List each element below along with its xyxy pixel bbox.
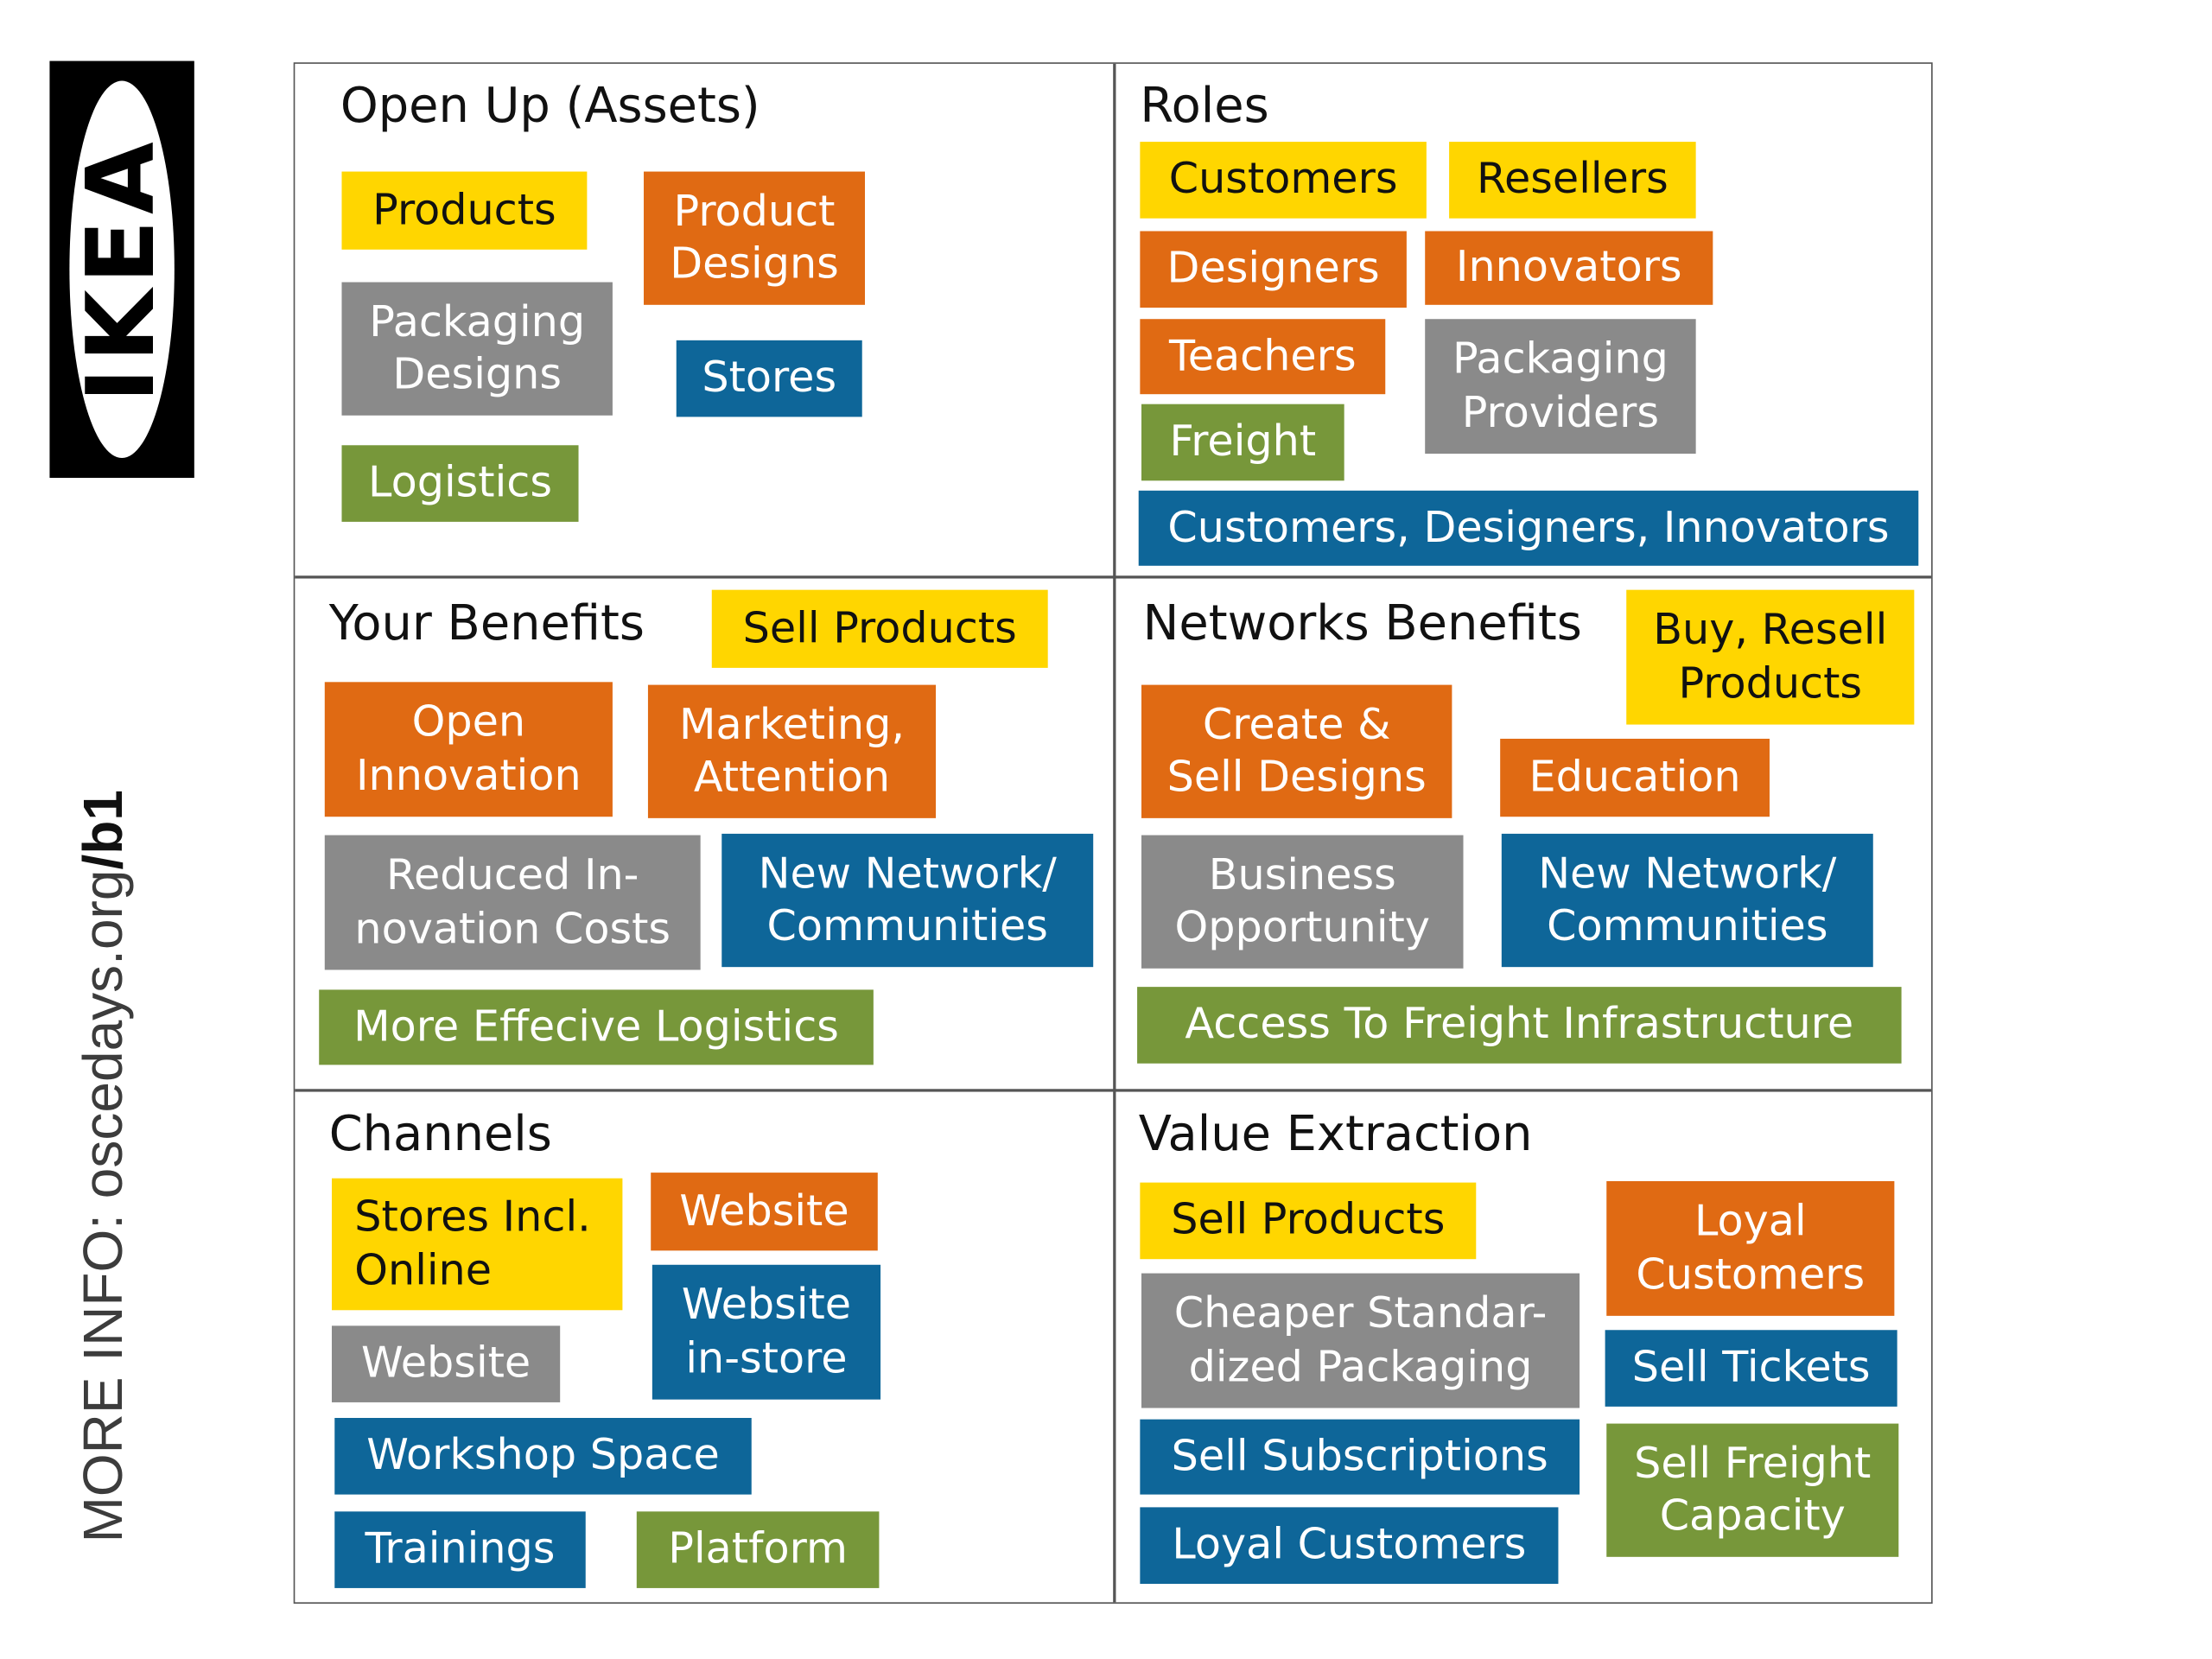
note-new-network-communities-1: New Network/ Communities <box>721 833 1094 968</box>
note-sell-products: Sell Products <box>711 589 1048 668</box>
grid-divider-1 <box>295 575 1932 579</box>
note-access-to-freight-infrastructure: Access To Freight Infrastructure <box>1137 987 1902 1064</box>
note-stores-incl-online: Stores Incl. Online <box>331 1178 623 1311</box>
note-resellers: Resellers <box>1449 142 1696 219</box>
note-sell-tickets: Sell Tickets <box>1605 1330 1897 1407</box>
note-website-orange: Website <box>651 1173 878 1251</box>
note-website-in-store: Website in-store <box>652 1264 881 1400</box>
note-teachers: Teachers <box>1140 319 1386 395</box>
note-customers: Customers <box>1140 142 1427 219</box>
grid-vertical-divider <box>1113 63 1116 1603</box>
note-products: Products <box>341 171 588 250</box>
note-logistics: Logistics <box>341 445 579 522</box>
note-education: Education <box>1500 738 1770 817</box>
note-marketing-attention: Marketing, Attention <box>647 684 937 818</box>
note-sell-products-value: Sell Products <box>1140 1182 1477 1260</box>
heading-roles: Roles <box>1140 78 1269 135</box>
grid-divider-2 <box>295 1089 1932 1092</box>
note-new-network-communities-2: New Network/ Communities <box>1501 833 1873 968</box>
note-open-innovation: Open Innovation <box>324 682 613 817</box>
note-designers: Designers <box>1140 231 1407 308</box>
heading-open-up: Open Up (Assets) <box>340 78 760 135</box>
note-platform: Platform <box>636 1511 880 1588</box>
heading-value-extraction: Value Extraction <box>1138 1105 1533 1163</box>
more-info-suffix: /b1 <box>73 790 135 870</box>
note-sell-subscriptions: Sell Subscriptions <box>1140 1419 1580 1495</box>
logo-oval <box>69 80 175 459</box>
note-loyal-customers-blue: Loyal Customers <box>1140 1507 1559 1584</box>
note-sell-freight-capacity: Sell Freight Capacity <box>1606 1423 1899 1557</box>
note-website-gray: Website <box>331 1325 561 1402</box>
note-loyal-customers-orange: Loyal Customers <box>1606 1180 1895 1316</box>
note-freight: Freight <box>1141 404 1344 481</box>
heading-channels: Channels <box>328 1105 552 1163</box>
note-stores: Stores <box>676 340 862 417</box>
note-packaging-providers: Packaging Providers <box>1425 319 1696 454</box>
heading-your-benefits: Your Benefits <box>328 595 645 652</box>
more-info-label: MORE INFO: oscedays.org/b1 <box>73 790 135 1542</box>
note-reduced-innovation-costs: Reduced In- novation Costs <box>324 835 701 970</box>
note-create-sell-designs: Create & Sell Designs <box>1141 684 1452 818</box>
note-workshop-space: Workshop Space <box>334 1418 752 1495</box>
note-innovators: Innovators <box>1425 231 1713 305</box>
note-business-opportunity: Business Opportunity <box>1141 835 1464 969</box>
note-customers-designers-innovators: Customers, Designers, Innovators <box>1138 490 1919 566</box>
note-buy-resell-products: Buy, Resell Products <box>1626 589 1915 725</box>
heading-networks-benefits: Networks Benefits <box>1142 595 1582 652</box>
note-trainings: Trainings <box>334 1511 586 1588</box>
note-packaging-designs: Packaging Designs <box>341 282 613 416</box>
note-more-effecive-logistics: More Effecive Logistics <box>319 989 874 1065</box>
note-product-designs: Product Designs <box>644 171 866 305</box>
logo-text: IKEA <box>67 136 176 403</box>
ikea-logo: IKEA <box>49 60 194 479</box>
note-cheaper-standardized-packaging: Cheaper Standar- dized Packaging <box>1141 1273 1580 1408</box>
more-info-prefix: MORE INFO: oscedays.org <box>73 869 135 1543</box>
